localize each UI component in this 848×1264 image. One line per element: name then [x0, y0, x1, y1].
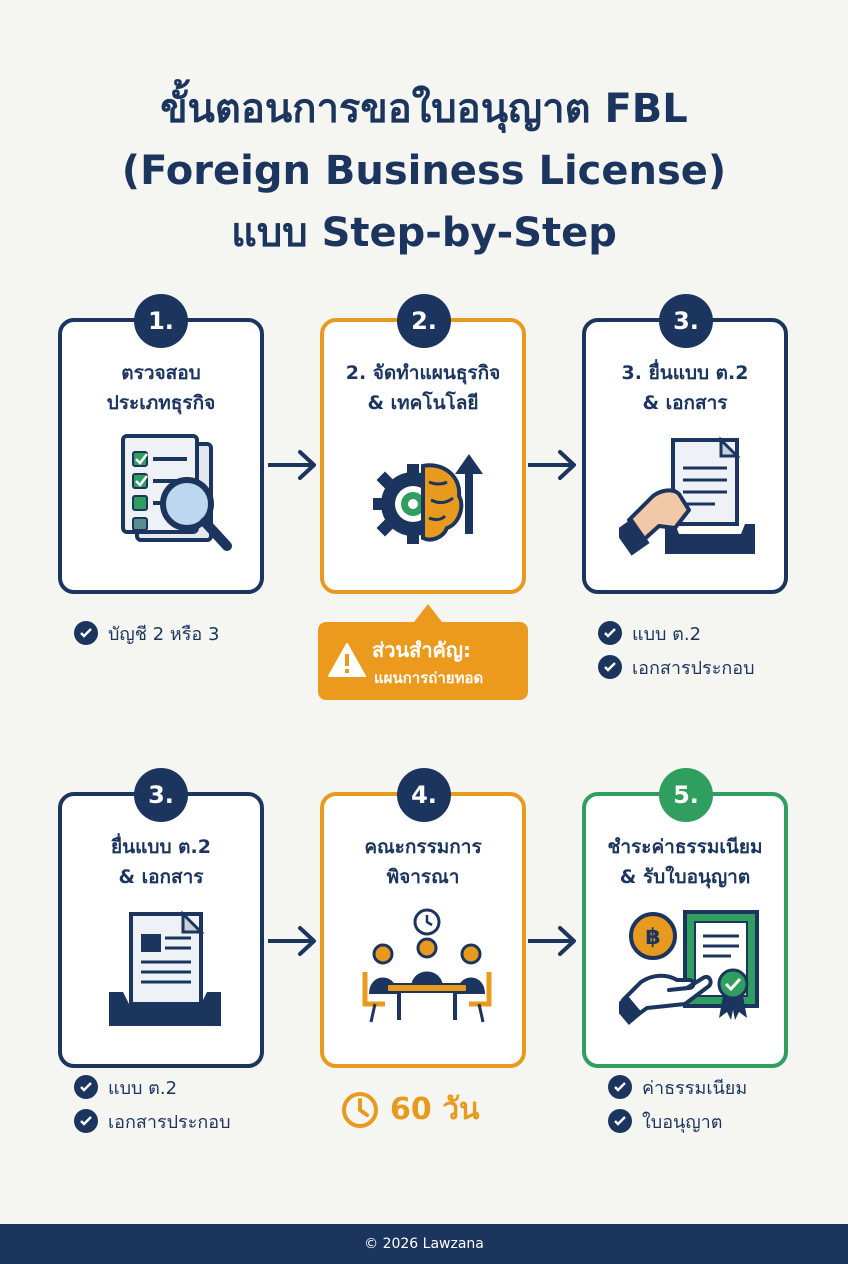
- callout-text: แผนการถ่ายทอด: [374, 669, 484, 687]
- step-3-repeat-checklist: แบบ ต.2 เอกสารประกอบ: [74, 1070, 231, 1138]
- check-icon: [598, 655, 622, 679]
- callout-pointer: [414, 604, 442, 622]
- arrow-right-icon: [528, 450, 576, 480]
- check-label: แบบ ต.2: [632, 623, 702, 645]
- check-label: ใบอนุญาต: [642, 1111, 723, 1133]
- check-icon: [608, 1075, 632, 1099]
- review-duration: 60 วัน: [340, 1086, 480, 1133]
- check-label: ค่าธรรมเนียม: [642, 1077, 748, 1099]
- payment-certificate-icon: ฿: [619, 910, 759, 1025]
- important-callout: ส่วนสำคัญ: แผนการถ่ายทอด: [318, 622, 528, 700]
- document-tray-icon: [109, 910, 221, 1026]
- list-item: ใบอนุญาต: [608, 1104, 747, 1138]
- step-card-3: 3. ยื่นแบบ ต.2 & เอกสาร: [582, 318, 788, 594]
- step-3-title: 3. ยื่นแบบ ต.2 & เอกสาร: [621, 362, 749, 414]
- clock-icon: [342, 1091, 378, 1128]
- step-3-badge: 3.: [659, 294, 713, 348]
- document-magnifier-icon: [121, 434, 232, 551]
- check-label: แบบ ต.2: [108, 1077, 178, 1099]
- step-2-title: 2. จัดทำแผนธุรกิจ & เทคโนโลยี: [345, 362, 501, 414]
- check-label: บัญชี 2 หรือ 3: [108, 623, 220, 645]
- arrow-right-icon: [528, 926, 576, 956]
- check-icon: [74, 1075, 98, 1099]
- footer-copyright: © 2026 Lawzana: [0, 1224, 848, 1264]
- committee-meeting-icon: [362, 908, 492, 1023]
- step-3-checklist: แบบ ต.2 เอกสารประกอบ: [598, 616, 755, 684]
- step-1-badge: 1.: [134, 294, 188, 348]
- arrow-right-icon: [268, 926, 316, 956]
- step-2-badge: 2.: [397, 294, 451, 348]
- check-label: เอกสารประกอบ: [108, 1111, 231, 1133]
- svg-text:฿: ฿: [645, 925, 660, 950]
- step-5-title: ชำระค่าธรรมเนียม & รับใบอนุญาต: [607, 836, 763, 888]
- step-3-repeat-badge: 3.: [134, 768, 188, 822]
- warning-icon: [328, 643, 366, 677]
- list-item: แบบ ต.2: [74, 1070, 231, 1104]
- list-item: เอกสารประกอบ: [598, 650, 755, 684]
- list-item: แบบ ต.2: [598, 616, 755, 650]
- check-icon: [608, 1109, 632, 1133]
- step-5-checklist: ค่าธรรมเนียม ใบอนุญาต: [608, 1070, 747, 1138]
- arrow-right-icon: [268, 450, 316, 480]
- gear-brain-growth-icon: [373, 454, 483, 544]
- page-title: ขั้นตอนการขอใบอนุญาต FBL (Foreign Busine…: [0, 78, 848, 264]
- step-1-checklist: บัญชี 2 หรือ 3: [74, 616, 219, 650]
- hand-document-tray-icon: [619, 436, 755, 556]
- step-card-3-repeat: ยื่นแบบ ต.2 & เอกสาร: [58, 792, 264, 1068]
- check-icon: [74, 621, 98, 645]
- duration-label: 60 วัน: [390, 1092, 480, 1127]
- check-icon: [598, 621, 622, 645]
- list-item: ค่าธรรมเนียม: [608, 1070, 747, 1104]
- step-card-5: ชำระค่าธรรมเนียม & รับใบอนุญาต ฿: [582, 792, 788, 1068]
- step-card-1: ตรวจสอบ ประเภทธุรกิจ: [58, 318, 264, 594]
- step-card-2: 2. จัดทำแผนธุรกิจ & เทคโนโลยี: [320, 318, 526, 594]
- page-title-line-2: (Foreign Business License): [121, 148, 727, 194]
- step-card-4: คณะกรรมการ พิจารณา: [320, 792, 526, 1068]
- step-1-title: ตรวจสอบ ประเภทธุรกิจ: [106, 362, 216, 414]
- check-icon: [74, 1109, 98, 1133]
- callout-title: ส่วนสำคัญ:: [372, 638, 471, 662]
- page-title-line-1: ขั้นตอนการขอใบอนุญาต FBL: [160, 86, 688, 132]
- check-label: เอกสารประกอบ: [632, 657, 755, 679]
- step-3-repeat-title: ยื่นแบบ ต.2 & เอกสาร: [111, 836, 211, 888]
- step-5-badge: 5.: [659, 768, 713, 822]
- page-title-line-3: แบบ Step-by-Step: [231, 210, 617, 256]
- list-item: บัญชี 2 หรือ 3: [74, 616, 219, 650]
- step-4-badge: 4.: [397, 768, 451, 822]
- list-item: เอกสารประกอบ: [74, 1104, 231, 1138]
- step-4-title: คณะกรรมการ พิจารณา: [364, 836, 482, 888]
